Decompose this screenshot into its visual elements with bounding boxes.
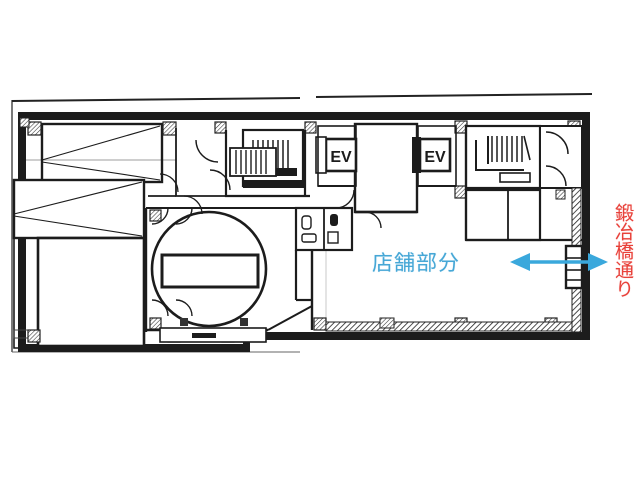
door-arc: [151, 207, 169, 225]
service-marker: [180, 318, 188, 326]
door-arc: [545, 131, 569, 155]
elevator-door-right: [412, 137, 421, 173]
door-arc: [159, 173, 179, 193]
entrance-arrow-icon: [510, 253, 608, 271]
left-wing: [12, 122, 164, 349]
door-arc: [209, 169, 231, 191]
entrance-opening: [564, 244, 584, 290]
column: [214, 121, 227, 134]
column: [162, 121, 177, 136]
column: [555, 189, 566, 200]
column: [27, 121, 42, 136]
rear-stair-run: [475, 140, 524, 171]
upper-corridor: [26, 128, 226, 215]
main-staircase: [195, 128, 310, 198]
column: [304, 121, 317, 134]
column: [149, 209, 162, 222]
arrow-head-right: [588, 253, 608, 271]
door-arc: [364, 211, 382, 229]
door-arc: [151, 299, 169, 317]
column: [19, 117, 30, 128]
core-inner-rect: [160, 253, 260, 289]
fixture-toilet: [330, 214, 338, 226]
stair-lower-flight: [229, 147, 277, 177]
left-corridor-edge: [13, 238, 38, 349]
door-arc: [335, 189, 355, 209]
rear-room: [464, 188, 542, 242]
bottom-service-strip: [159, 317, 395, 343]
room-left-middle-diagonals: [13, 181, 143, 237]
door-arc: [195, 139, 219, 163]
rear-stair-zone: [464, 124, 583, 242]
column: [313, 317, 327, 331]
door-arc: [175, 207, 193, 225]
room-left-upper: [40, 122, 164, 184]
elevator-bank: EV EV: [315, 122, 457, 229]
room-left-lower: [36, 236, 146, 348]
column: [27, 329, 41, 343]
arrow-head-left: [510, 253, 530, 271]
column: [379, 317, 395, 329]
stair-arrow: [523, 135, 531, 161]
fixture-urinal: [327, 231, 339, 244]
service-fixture: [192, 333, 216, 338]
service-marker: [240, 318, 248, 326]
door-arc: [545, 165, 567, 187]
door-arc: [175, 299, 193, 317]
elevator-lobby: [353, 122, 419, 214]
street-entrance: [564, 244, 584, 290]
fixture-basin: [301, 233, 317, 243]
fixture-sink: [301, 215, 312, 230]
door-arc: [183, 195, 203, 215]
stair-base: [243, 180, 305, 188]
restroom-zone: [294, 189, 355, 302]
rear-fixture: [499, 172, 531, 183]
store-bottom-wall: [325, 321, 579, 332]
rear-vestibule: [539, 125, 583, 189]
elevator-door-left: [315, 136, 327, 174]
room-left-upper-diagonals: [41, 125, 161, 181]
elevator-label-right: EV: [424, 149, 446, 166]
core-wall-chamfer: [267, 305, 313, 331]
elevator-label-left: EV: [330, 149, 352, 166]
